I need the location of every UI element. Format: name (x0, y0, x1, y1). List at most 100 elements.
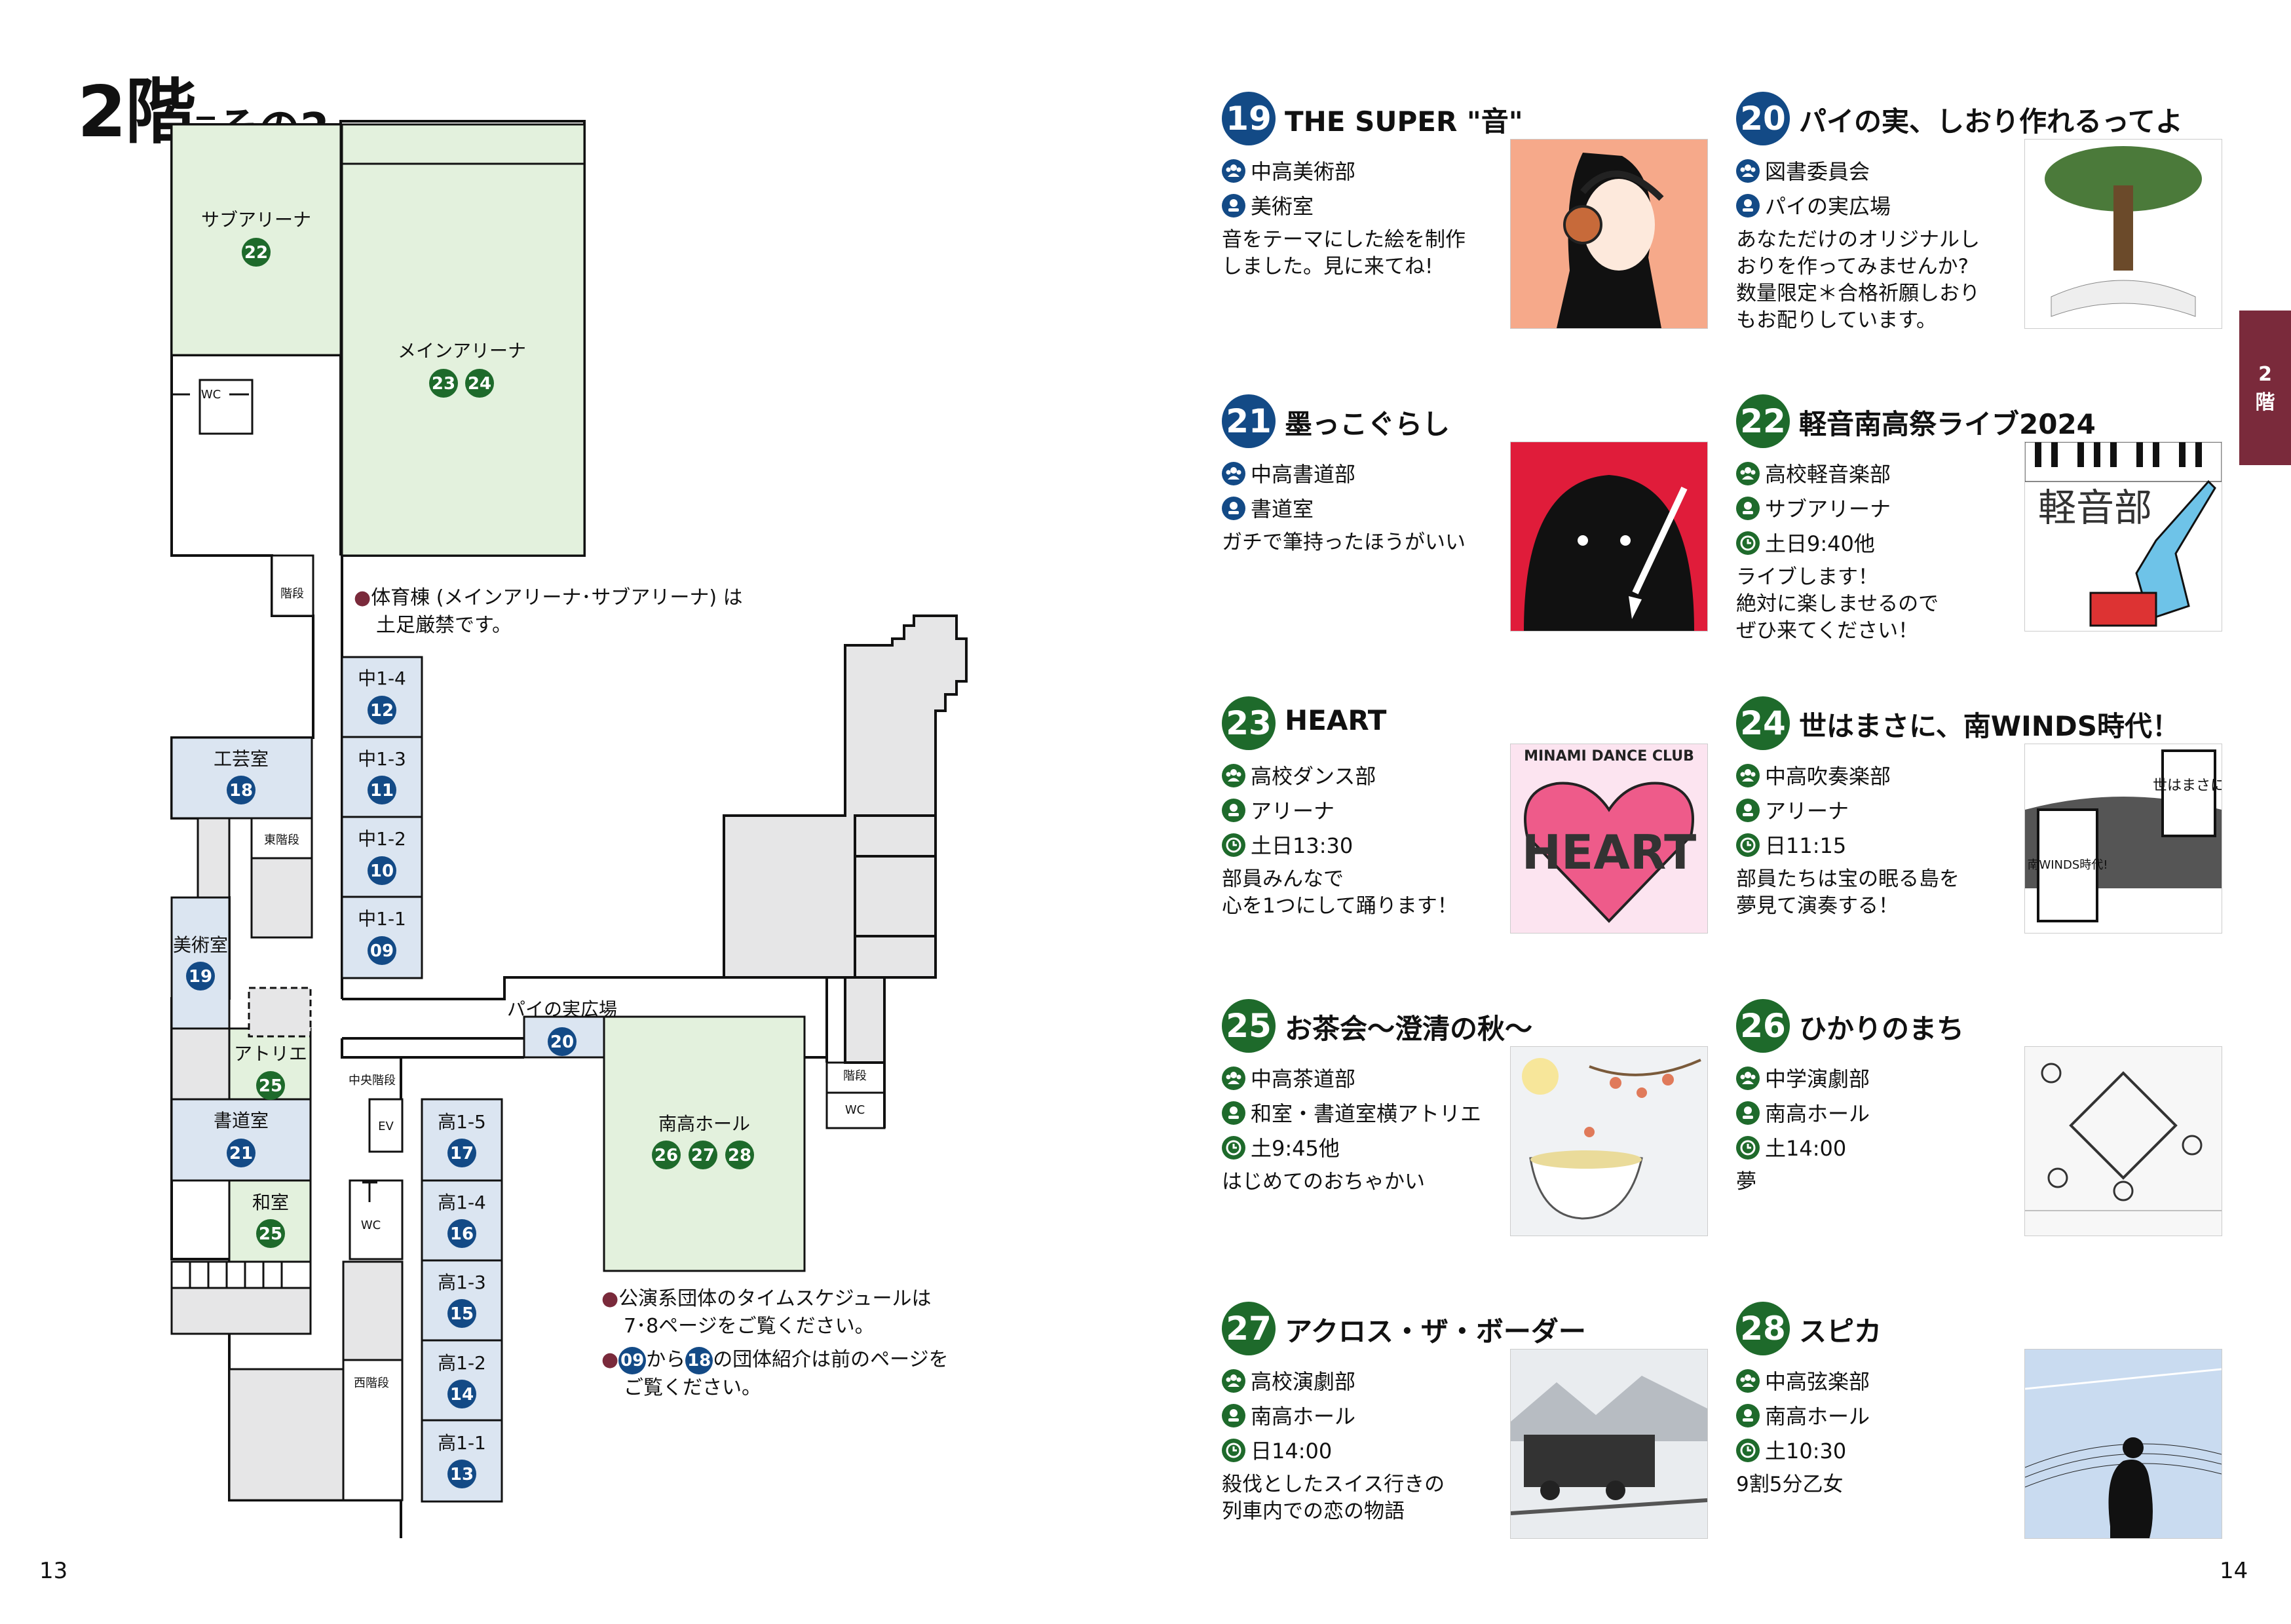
room-corridor-a (197, 817, 231, 899)
badge-17 (447, 1139, 476, 1167)
group-name: 中高弦楽部 (1765, 1369, 1870, 1394)
label-wc2: WC (361, 1218, 381, 1232)
group-name: 図書委員会 (1765, 159, 1870, 184)
svg-text:25: 25 (259, 1224, 282, 1244)
floor-map: サブアリーナ メインアリーナ WC 階段 中1-4 中1-3 中1-2 中1-1… (170, 120, 968, 1538)
svg-text:11: 11 (370, 781, 394, 801)
badge-27 (689, 1141, 717, 1169)
event-number-badge: 24 (1736, 696, 1790, 750)
room-wc3 (825, 1091, 886, 1129)
svg-text:19: 19 (189, 967, 212, 987)
group-row: 中高茶道部 (1222, 1062, 1497, 1097)
label-naka11: 中1-1 (358, 908, 406, 930)
svg-text:27: 27 (691, 1146, 715, 1165)
clock-icon (1736, 531, 1760, 555)
time-row: 土14:00 (1736, 1131, 2011, 1166)
page-number-right: 14 (2220, 1558, 2248, 1584)
time-row: 日14:00 (1222, 1434, 1497, 1469)
event-illustration: 世はまさに南WINDS時代! (2024, 744, 2222, 934)
place-row: パイの実広場 (1736, 189, 2011, 224)
time-row: 土9:45他 (1222, 1131, 1497, 1166)
place-name: 美術室 (1251, 194, 1314, 219)
group-icon (1222, 462, 1245, 485)
location-pin-icon (1222, 1404, 1245, 1427)
svg-text:12: 12 (370, 701, 394, 721)
label-kou11: 高1-1 (438, 1432, 486, 1454)
time-text: 土9:45他 (1251, 1136, 1340, 1161)
event-info: 中高書道部書道室ガチで筆持ったほうがいい (1222, 457, 1497, 556)
group-row: 中高美術部 (1222, 155, 1497, 189)
place-name: 書道室 (1251, 497, 1314, 521)
east-building (723, 614, 968, 1064)
location-pin-icon (1736, 799, 1760, 822)
event-title: 軽音南高祭ライブ2024 (1799, 408, 2096, 440)
time-text: 土日13:30 (1251, 833, 1354, 858)
label-wc3: WC (845, 1103, 865, 1117)
room-stair1 (271, 554, 314, 617)
description: あなただけのオリジナルし おりを作ってみませんか? 数量限定＊合格祈願しおり も… (1736, 228, 1980, 332)
badge-28 (725, 1141, 754, 1169)
note-gym: ●体育棟 (メインアリーナ･サブアリーナ) は 土足厳禁です。 (354, 586, 743, 637)
svg-text:10: 10 (370, 861, 394, 881)
place-row: 美術室 (1222, 189, 1497, 224)
group-name: 高校演劇部 (1251, 1369, 1356, 1394)
group-name: 中学演劇部 (1765, 1067, 1870, 1091)
event-illustration (2024, 1046, 2222, 1236)
event-title: アクロス・ザ・ボーダー (1285, 1315, 1586, 1348)
group-row: 中高書道部 (1222, 457, 1497, 492)
description: ガチで筆持ったほうがいい (1222, 531, 1466, 554)
place-row: 書道室 (1222, 492, 1497, 527)
event-illustration (2024, 139, 2222, 329)
clock-icon (1736, 1136, 1760, 1160)
place-name: 南高ホール (1765, 1101, 1870, 1126)
clock-icon (1736, 1439, 1760, 1462)
label-stair1: 階段 (280, 587, 304, 601)
room-atelier-top (248, 987, 312, 1038)
event-number-badge: 23 (1222, 696, 1276, 750)
clock-icon (1222, 1136, 1245, 1160)
group-name: 中高美術部 (1251, 159, 1356, 184)
label-atelier: アトリエ (234, 1043, 307, 1065)
location-pin-icon (1222, 497, 1245, 520)
event-info: 図書委員会パイの実広場あなただけのオリジナルし おりを作ってみませんか? 数量限… (1736, 155, 2011, 334)
place-row: 南高ホール (1736, 1097, 2011, 1131)
label-sub-arena: サブアリーナ (201, 209, 311, 231)
svg-text:20: 20 (550, 1032, 574, 1052)
group-icon (1736, 1067, 1760, 1090)
clock-icon (1222, 833, 1245, 857)
group-icon (1736, 764, 1760, 787)
svg-text:18: 18 (229, 781, 253, 801)
event-number-badge: 19 (1222, 92, 1276, 145)
event-illustration (1510, 1349, 1708, 1539)
svg-text:軽音部: 軽音部 (2038, 485, 2152, 530)
place-row: 南高ホール (1736, 1399, 2011, 1434)
badge-12 (368, 696, 396, 725)
event-illustration (1510, 139, 1708, 329)
event-title: スピカ (1799, 1315, 1882, 1348)
event-title: HEART (1285, 704, 1387, 736)
badge-25b (256, 1219, 285, 1248)
description: 部員みんなで 心を1つにして踊ります！ (1222, 867, 1458, 918)
svg-text:24: 24 (468, 374, 491, 394)
event-number-badge: 27 (1222, 1302, 1276, 1355)
badge-26 (652, 1141, 681, 1169)
badge-11 (368, 776, 396, 804)
description: 殺伐としたスイス行きの 列車内での恋の物語 (1222, 1473, 1445, 1523)
event-number-badge: 21 (1222, 394, 1276, 448)
note-schedule: ●公演系団体のタイムスケジュールは 7･8ページをご覧ください。 (601, 1287, 932, 1338)
label-kou14: 高1-4 (438, 1192, 486, 1213)
badge-23 (429, 369, 458, 398)
badge-25a (256, 1071, 285, 1100)
event-title: 世はまさに、南WINDS時代！ (1799, 710, 2180, 742)
label-higashi: 東階段 (264, 833, 299, 847)
badge-20 (548, 1027, 577, 1056)
badge-13 (447, 1460, 476, 1488)
svg-text:HEART: HEART (1522, 825, 1696, 880)
event-illustration (1510, 442, 1708, 632)
